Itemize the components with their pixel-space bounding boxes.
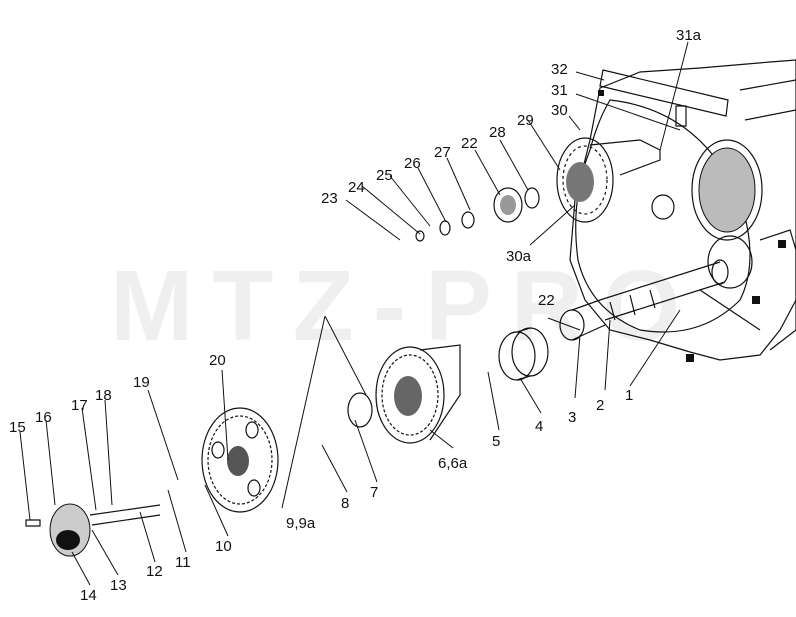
main-shaft-1 [599,259,729,321]
callout-labels: 31a 32 31 30 29 28 22 27 26 25 24 23 30a… [9,27,702,604]
gear-4 [498,327,549,381]
callout-26: 26 [404,155,421,172]
callout-2: 2 [596,397,604,414]
callout-22-upper: 22 [461,135,478,152]
callout-30: 30 [551,102,568,119]
leader-lines [19,41,689,586]
callout-22-lower: 22 [538,292,555,309]
callout-5: 5 [492,433,500,450]
callout-11: 11 [175,554,191,571]
watermark: MTZ-PRO [110,250,680,362]
callout-9-9a: 9,9a [286,515,316,532]
shaft-part-3 [559,299,606,341]
cap-14 [49,503,91,557]
callout-24: 24 [348,179,365,196]
callout-12: 12 [146,563,163,580]
ring-26 [439,220,451,236]
callout-30a: 30a [506,248,532,265]
callout-4: 4 [535,418,543,435]
ring-24 [415,230,425,242]
gear-6 [375,344,461,444]
callout-15: 15 [9,419,26,436]
callout-17: 17 [71,397,88,414]
callout-27: 27 [434,144,451,161]
bearing-22-upper [493,187,523,223]
gearbox-housing [569,59,796,362]
callout-8: 8 [341,495,349,512]
callout-32: 32 [551,61,568,78]
callout-3: 3 [568,409,576,426]
callout-7: 7 [370,484,378,501]
callout-31: 31 [551,82,568,99]
callout-18: 18 [95,387,112,404]
gear-9 [201,407,279,513]
callout-19: 19 [133,374,150,391]
callout-6-6a: 6,6a [438,455,468,472]
callout-25: 25 [376,167,393,184]
callout-16: 16 [35,409,52,426]
callout-13: 13 [110,577,127,594]
ring-7 [347,392,373,428]
callout-20: 20 [209,352,226,369]
callout-1: 1 [625,387,633,404]
shaft-12 [89,504,161,526]
callout-14: 14 [80,587,97,604]
callout-29: 29 [517,112,534,129]
callout-31a: 31a [676,27,702,44]
ring-27 [461,211,475,229]
upper-gear-30 [556,137,661,223]
bolt-15 [25,519,41,527]
callout-23: 23 [321,190,338,207]
ring-28 [524,187,540,209]
callout-10: 10 [215,538,232,555]
callout-28: 28 [489,124,506,141]
